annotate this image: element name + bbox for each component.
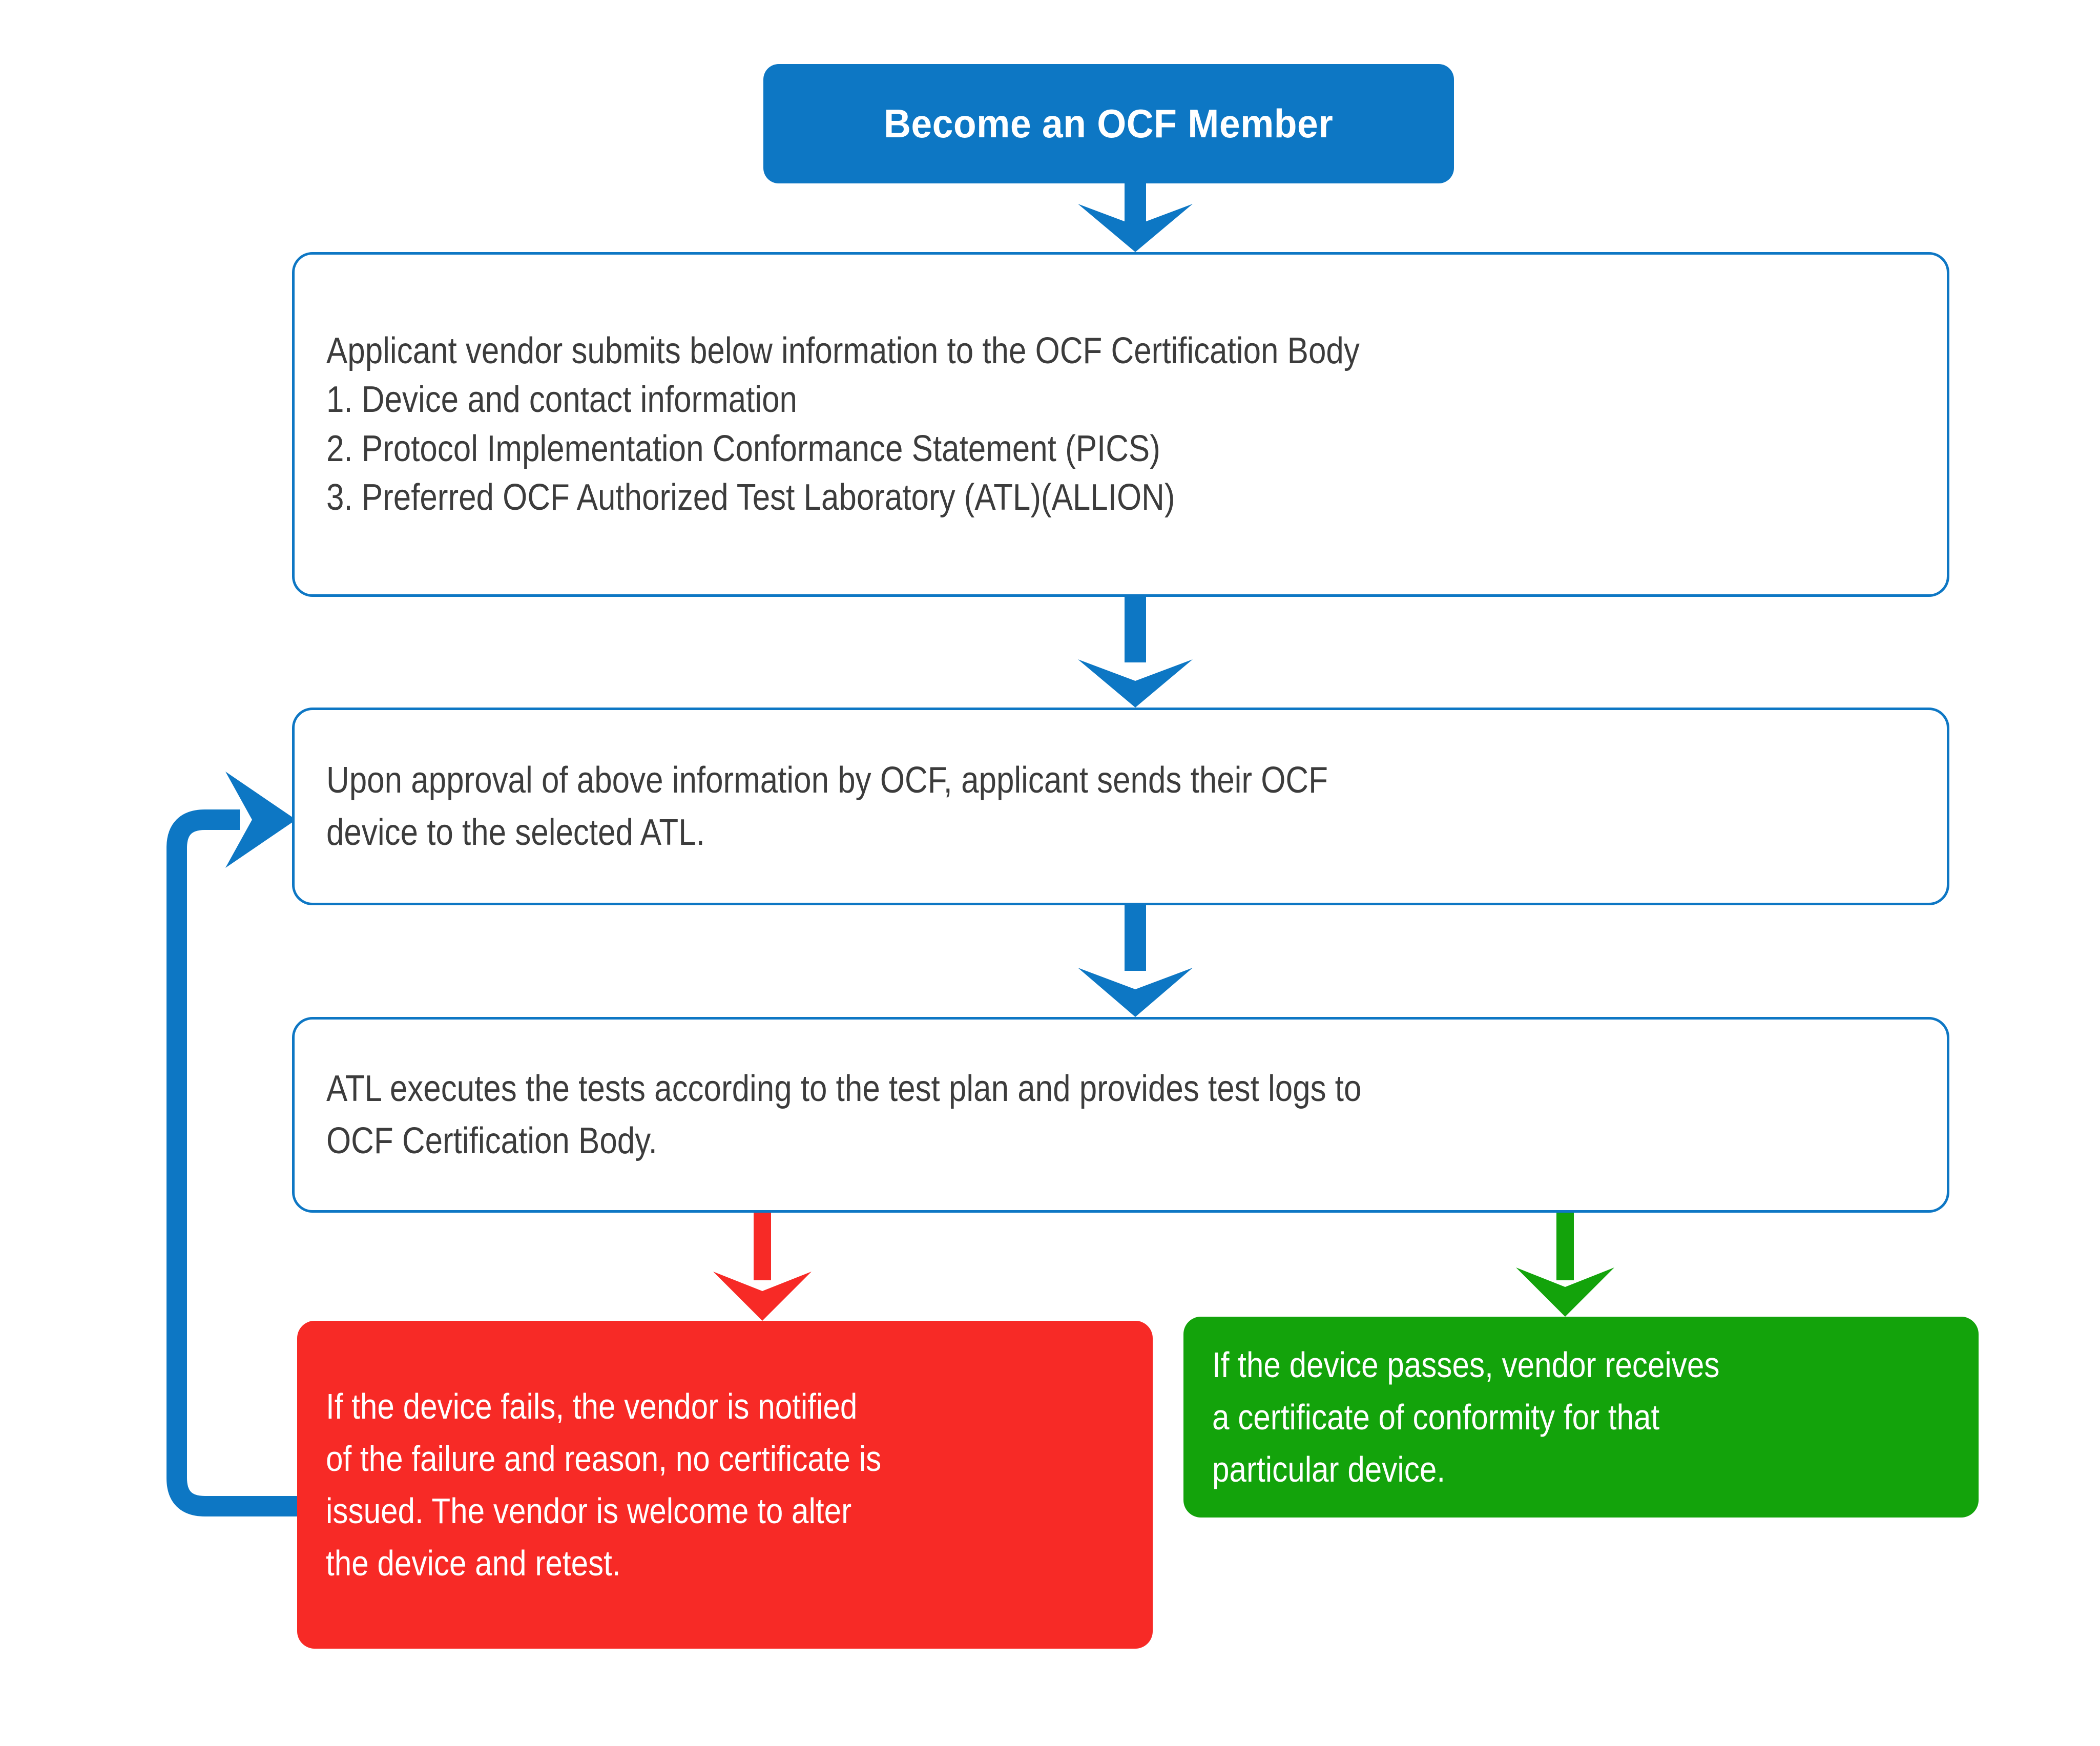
- fail-line-2: of the failure and reason, no certificat…: [326, 1438, 882, 1479]
- submit-line-4: 3. Preferred OCF Authorized Test Laborat…: [326, 476, 1175, 518]
- node-device-fails[interactable]: If the device fails, the vendor is notif…: [297, 1321, 1153, 1649]
- fail-line-3: issued. The vendor is welcome to alter: [326, 1491, 852, 1531]
- arrow-fail-back-to-approval: [167, 772, 297, 1516]
- pass-line-2: a certificate of conformity for that: [1212, 1397, 1660, 1437]
- node-device-passes[interactable]: If the device passes, vendor receives a …: [1183, 1317, 1979, 1518]
- arrow-submit-to-approval: [1078, 597, 1193, 708]
- fail-line-4: the device and retest.: [326, 1543, 621, 1584]
- arrow-approval-to-atl: [1078, 905, 1193, 1017]
- pass-line-3: particular device.: [1212, 1449, 1446, 1490]
- node-become-ocf-member[interactable]: Become an OCF Member: [763, 64, 1454, 183]
- submit-line-1: Applicant vendor submits below informati…: [326, 330, 1360, 372]
- node-approval-send-device[interactable]: Upon approval of above information by OC…: [292, 708, 1949, 905]
- node-submit-information[interactable]: Applicant vendor submits below informati…: [292, 252, 1949, 597]
- approval-line-1: Upon approval of above information by OC…: [326, 759, 1328, 801]
- arrow-title-to-submit: [1078, 183, 1193, 252]
- arrow-atl-to-fail: [713, 1213, 812, 1321]
- node-title-label: Become an OCF Member: [884, 101, 1334, 146]
- approval-line-2: device to the selected ATL.: [326, 812, 705, 853]
- submit-line-3: 2. Protocol Implementation Conformance S…: [326, 428, 1160, 469]
- atl-line-1: ATL executes the tests according to the …: [326, 1068, 1362, 1109]
- node-atl-executes-tests[interactable]: ATL executes the tests according to the …: [292, 1017, 1949, 1213]
- submit-line-2: 1. Device and contact information: [326, 379, 797, 421]
- pass-line-1: If the device passes, vendor receives: [1212, 1344, 1720, 1385]
- fail-line-1: If the device fails, the vendor is notif…: [326, 1386, 858, 1426]
- arrow-atl-to-pass: [1516, 1213, 1614, 1317]
- atl-line-2: OCF Certification Body.: [326, 1120, 657, 1161]
